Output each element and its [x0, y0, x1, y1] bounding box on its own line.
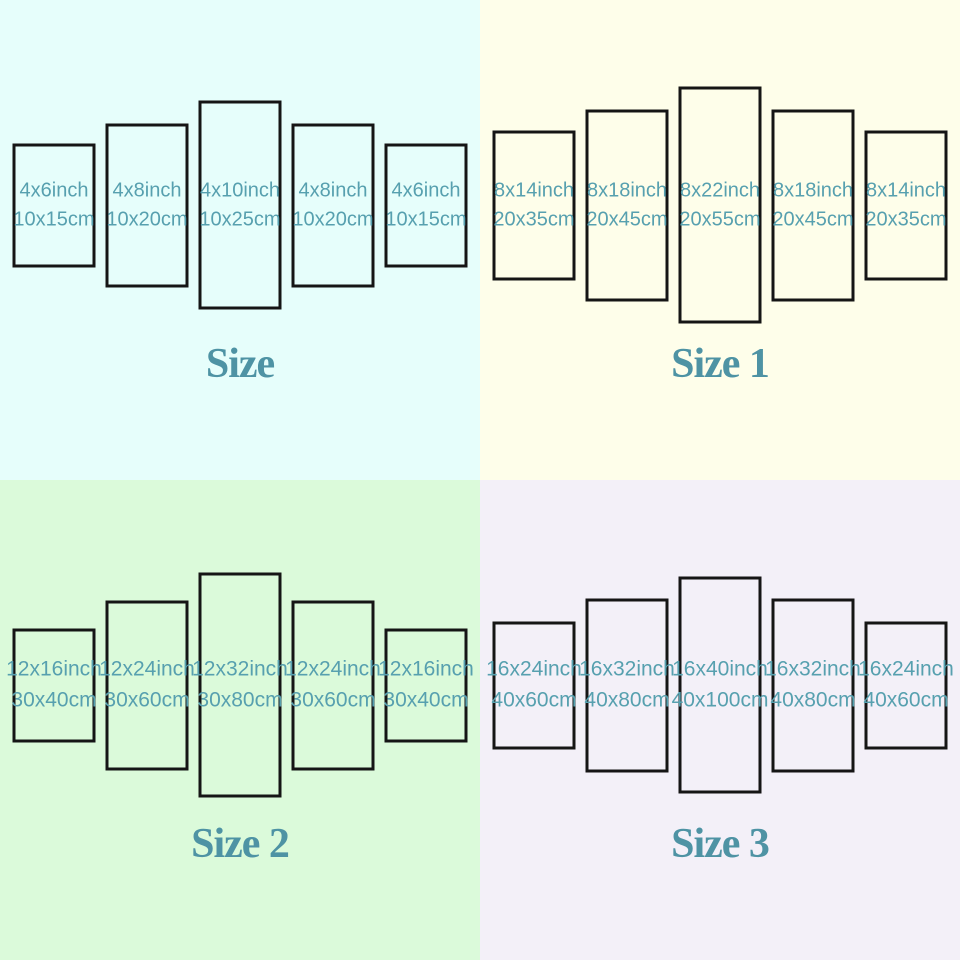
panel-mid-right: 8x18inch 20x45cm — [771, 109, 855, 301]
panel-center: 16x40inch 40x100cm — [672, 576, 768, 794]
panel-size-label: 12x16inch 30x40cm — [378, 657, 474, 711]
panel-mid-left: 16x32inch 40x80cm — [579, 598, 675, 772]
panel-size-label: 8x18inch 20x45cm — [586, 179, 668, 230]
panel-mid-right: 12x24inch 30x60cm — [285, 600, 381, 770]
panel-outer-left: 8x14inch 20x35cm — [492, 130, 576, 280]
panel-size-label: 12x16inch 30x40cm — [6, 657, 102, 711]
panel-outer-right: 4x6inch 10x15cm — [384, 143, 468, 267]
panel-center: 12x32inch 30x80cm — [192, 572, 288, 798]
size-group-title: Size 3 — [671, 821, 770, 867]
panel-size-label: 4x10inch 10x25cm — [199, 179, 281, 230]
panel-outer-right: 12x16inch 30x40cm — [378, 628, 474, 742]
panel-size-label: 12x24inch 30x60cm — [99, 657, 195, 711]
panel-size-label: 16x24inch 40x60cm — [858, 657, 954, 711]
quadrant-size-3: 16x24inch 40x60cm 16x32inch 40x80cm 16x4… — [480, 480, 960, 960]
panel-center: 4x10inch 10x25cm — [198, 100, 282, 310]
panel-row: 4x6inch 10x15cm 4x8inch 10x20cm 4x10inch… — [12, 100, 468, 310]
panel-row: 12x16inch 30x40cm 12x24inch 30x60cm 12x3… — [6, 572, 474, 798]
panel-outer-left: 4x6inch 10x15cm — [12, 143, 96, 267]
quadrant-size-2: 12x16inch 30x40cm 12x24inch 30x60cm 12x3… — [0, 480, 480, 960]
panel-size-label: 4x8inch 10x20cm — [106, 179, 188, 230]
panel-row: 16x24inch 40x60cm 16x32inch 40x80cm 16x4… — [486, 576, 954, 794]
panel-size-label: 8x22inch 20x55cm — [679, 179, 761, 230]
panel-mid-left: 12x24inch 30x60cm — [99, 600, 195, 770]
panel-outer-left: 16x24inch 40x60cm — [486, 621, 582, 749]
panel-size-label: 16x40inch 40x100cm — [671, 657, 769, 711]
panel-size-label: 16x32inch 40x80cm — [765, 657, 861, 711]
panel-outer-right: 16x24inch 40x60cm — [858, 621, 954, 749]
panel-mid-left: 8x18inch 20x45cm — [585, 109, 669, 301]
panel-size-label: 8x14inch 20x35cm — [493, 179, 575, 230]
panel-mid-left: 4x8inch 10x20cm — [105, 123, 189, 287]
panel-outer-right: 8x14inch 20x35cm — [864, 130, 948, 280]
panel-center: 8x22inch 20x55cm — [678, 86, 762, 324]
panel-size-label: 16x24inch 40x60cm — [486, 657, 582, 711]
panel-size-label: 12x32inch 30x80cm — [192, 657, 288, 711]
quadrant-size-1: 8x14inch 20x35cm 8x18inch 20x45cm 8x22in… — [480, 0, 960, 480]
panel-mid-right: 4x8inch 10x20cm — [291, 123, 375, 287]
panel-size-label: 4x6inch 10x15cm — [13, 179, 95, 230]
size-group-title: Size 1 — [671, 341, 770, 387]
size-group-title: Size 2 — [191, 821, 290, 867]
panel-size-label: 16x32inch 40x80cm — [579, 657, 675, 711]
size-group-title: Size — [205, 341, 275, 387]
quadrant-size: 4x6inch 10x15cm 4x8inch 10x20cm 4x10inch… — [0, 0, 480, 480]
panel-size-label: 8x14inch 20x35cm — [865, 179, 947, 230]
panel-mid-right: 16x32inch 40x80cm — [765, 598, 861, 772]
panel-size-label: 4x6inch 10x15cm — [385, 179, 467, 230]
panel-row: 8x14inch 20x35cm 8x18inch 20x45cm 8x22in… — [492, 86, 948, 324]
panel-outer-left: 12x16inch 30x40cm — [6, 628, 102, 742]
panel-size-label: 8x18inch 20x45cm — [772, 179, 854, 230]
panel-size-label: 12x24inch 30x60cm — [285, 657, 381, 711]
panel-size-label: 4x8inch 10x20cm — [292, 179, 374, 230]
